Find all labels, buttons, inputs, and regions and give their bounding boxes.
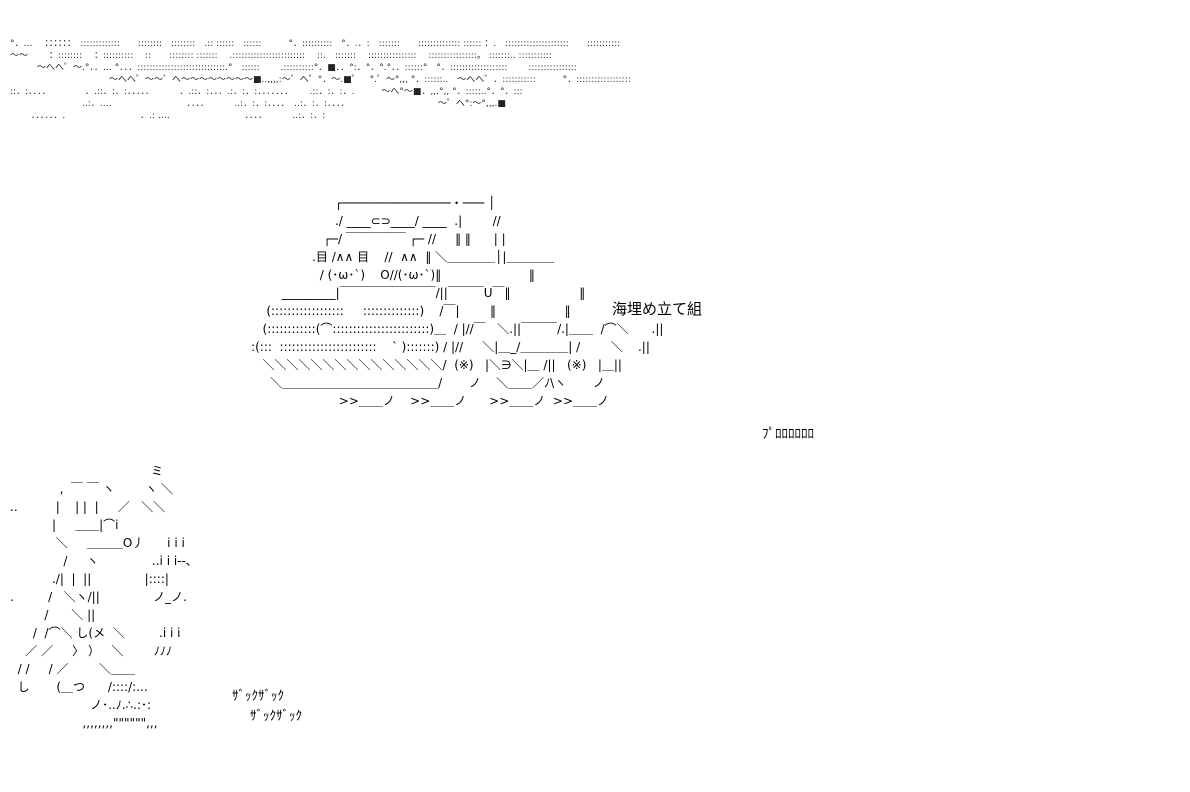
sea-waves-art: °．… ：：：：：： ::::::::::::: :::::::: ::::::…: [10, 39, 631, 121]
engine-sound-label: ﾌﾟﾛﾛﾛﾛﾛﾛ: [762, 427, 814, 442]
dump-truck-art: ┌───────────────・─── │ ./ ____⊂⊃____/ __…: [251, 196, 664, 408]
company-name-label: 海埋め立て組: [612, 300, 703, 318]
digging-worker-art: ミ , ￣ ￣ ヽ ヽ ＼ .. | | | | ／ ＼＼ | ＿＿|⌒i ＼ …: [10, 464, 192, 730]
shovel-sound-label-2: ｻﾞｯｸｻﾞｯｸ: [250, 709, 302, 724]
shovel-sound-label-1: ｻﾞｯｸｻﾞｯｸ: [232, 689, 284, 704]
